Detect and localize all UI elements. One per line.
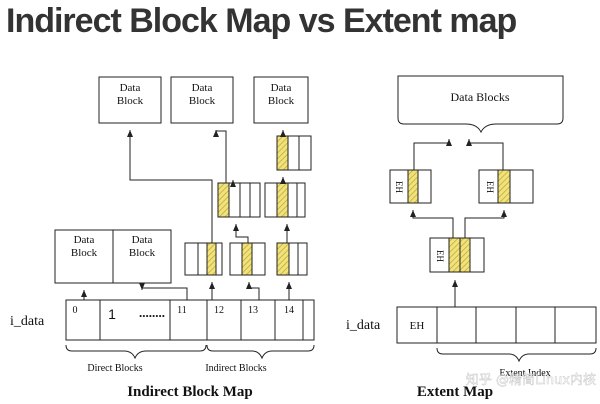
data-block-label-3a: Data xyxy=(271,82,292,94)
extent-index-label: Extent Index xyxy=(499,368,550,379)
data-block-label-4a: Data xyxy=(74,234,95,246)
inode-cell-label: 14 xyxy=(284,305,294,316)
direct-blocks-label: Direct Blocks xyxy=(87,363,142,374)
data-block-top-2 xyxy=(170,76,234,124)
data-block-label-3b: Block xyxy=(268,95,295,107)
right-caption: Extent Map xyxy=(417,384,493,400)
data-block-label-5a: Data xyxy=(132,234,153,246)
inode-array xyxy=(65,299,315,341)
eh-label-left: EH xyxy=(394,181,404,193)
watermark: 知乎 @精简Linux内核 xyxy=(466,372,596,388)
left-caption: Indirect Block Map xyxy=(127,384,253,400)
data-block-top-3 xyxy=(253,76,309,124)
data-block-label-2a: Data xyxy=(192,82,213,94)
extent-inode-array xyxy=(396,306,597,344)
eh-label-index: EH xyxy=(435,250,445,262)
data-block-label-1a: Data xyxy=(120,82,141,94)
eh-label-right: EH xyxy=(485,181,495,193)
inode-cell-label: 13 xyxy=(248,305,258,316)
data-block-direct-1 xyxy=(54,229,114,284)
data-blocks-label: Data Blocks xyxy=(451,90,510,104)
i-data-label-right: i_data xyxy=(346,318,381,333)
i-data-label-left: i_data xyxy=(10,314,45,329)
indirect-blocks-label: Indirect Blocks xyxy=(205,363,266,374)
data-block-top-1 xyxy=(98,76,162,124)
eh-label-inode: EH xyxy=(410,320,425,332)
inode-cell-label: 12 xyxy=(214,305,224,316)
data-block-label-2b: Block xyxy=(189,95,216,107)
data-block-label-4b: Block xyxy=(71,247,98,259)
data-block-label-1b: Block xyxy=(117,95,144,107)
inode-cell-label: 1 xyxy=(108,306,116,322)
data-block-label-5b: Block xyxy=(129,247,156,259)
data-blocks-box xyxy=(397,75,564,134)
inode-cell-label: 11 xyxy=(177,305,187,316)
inode-cell-label: 0 xyxy=(73,305,78,316)
inode-cell-label: ........ xyxy=(139,305,165,320)
page-title: Indirect Block Map vs Extent map xyxy=(6,2,517,40)
